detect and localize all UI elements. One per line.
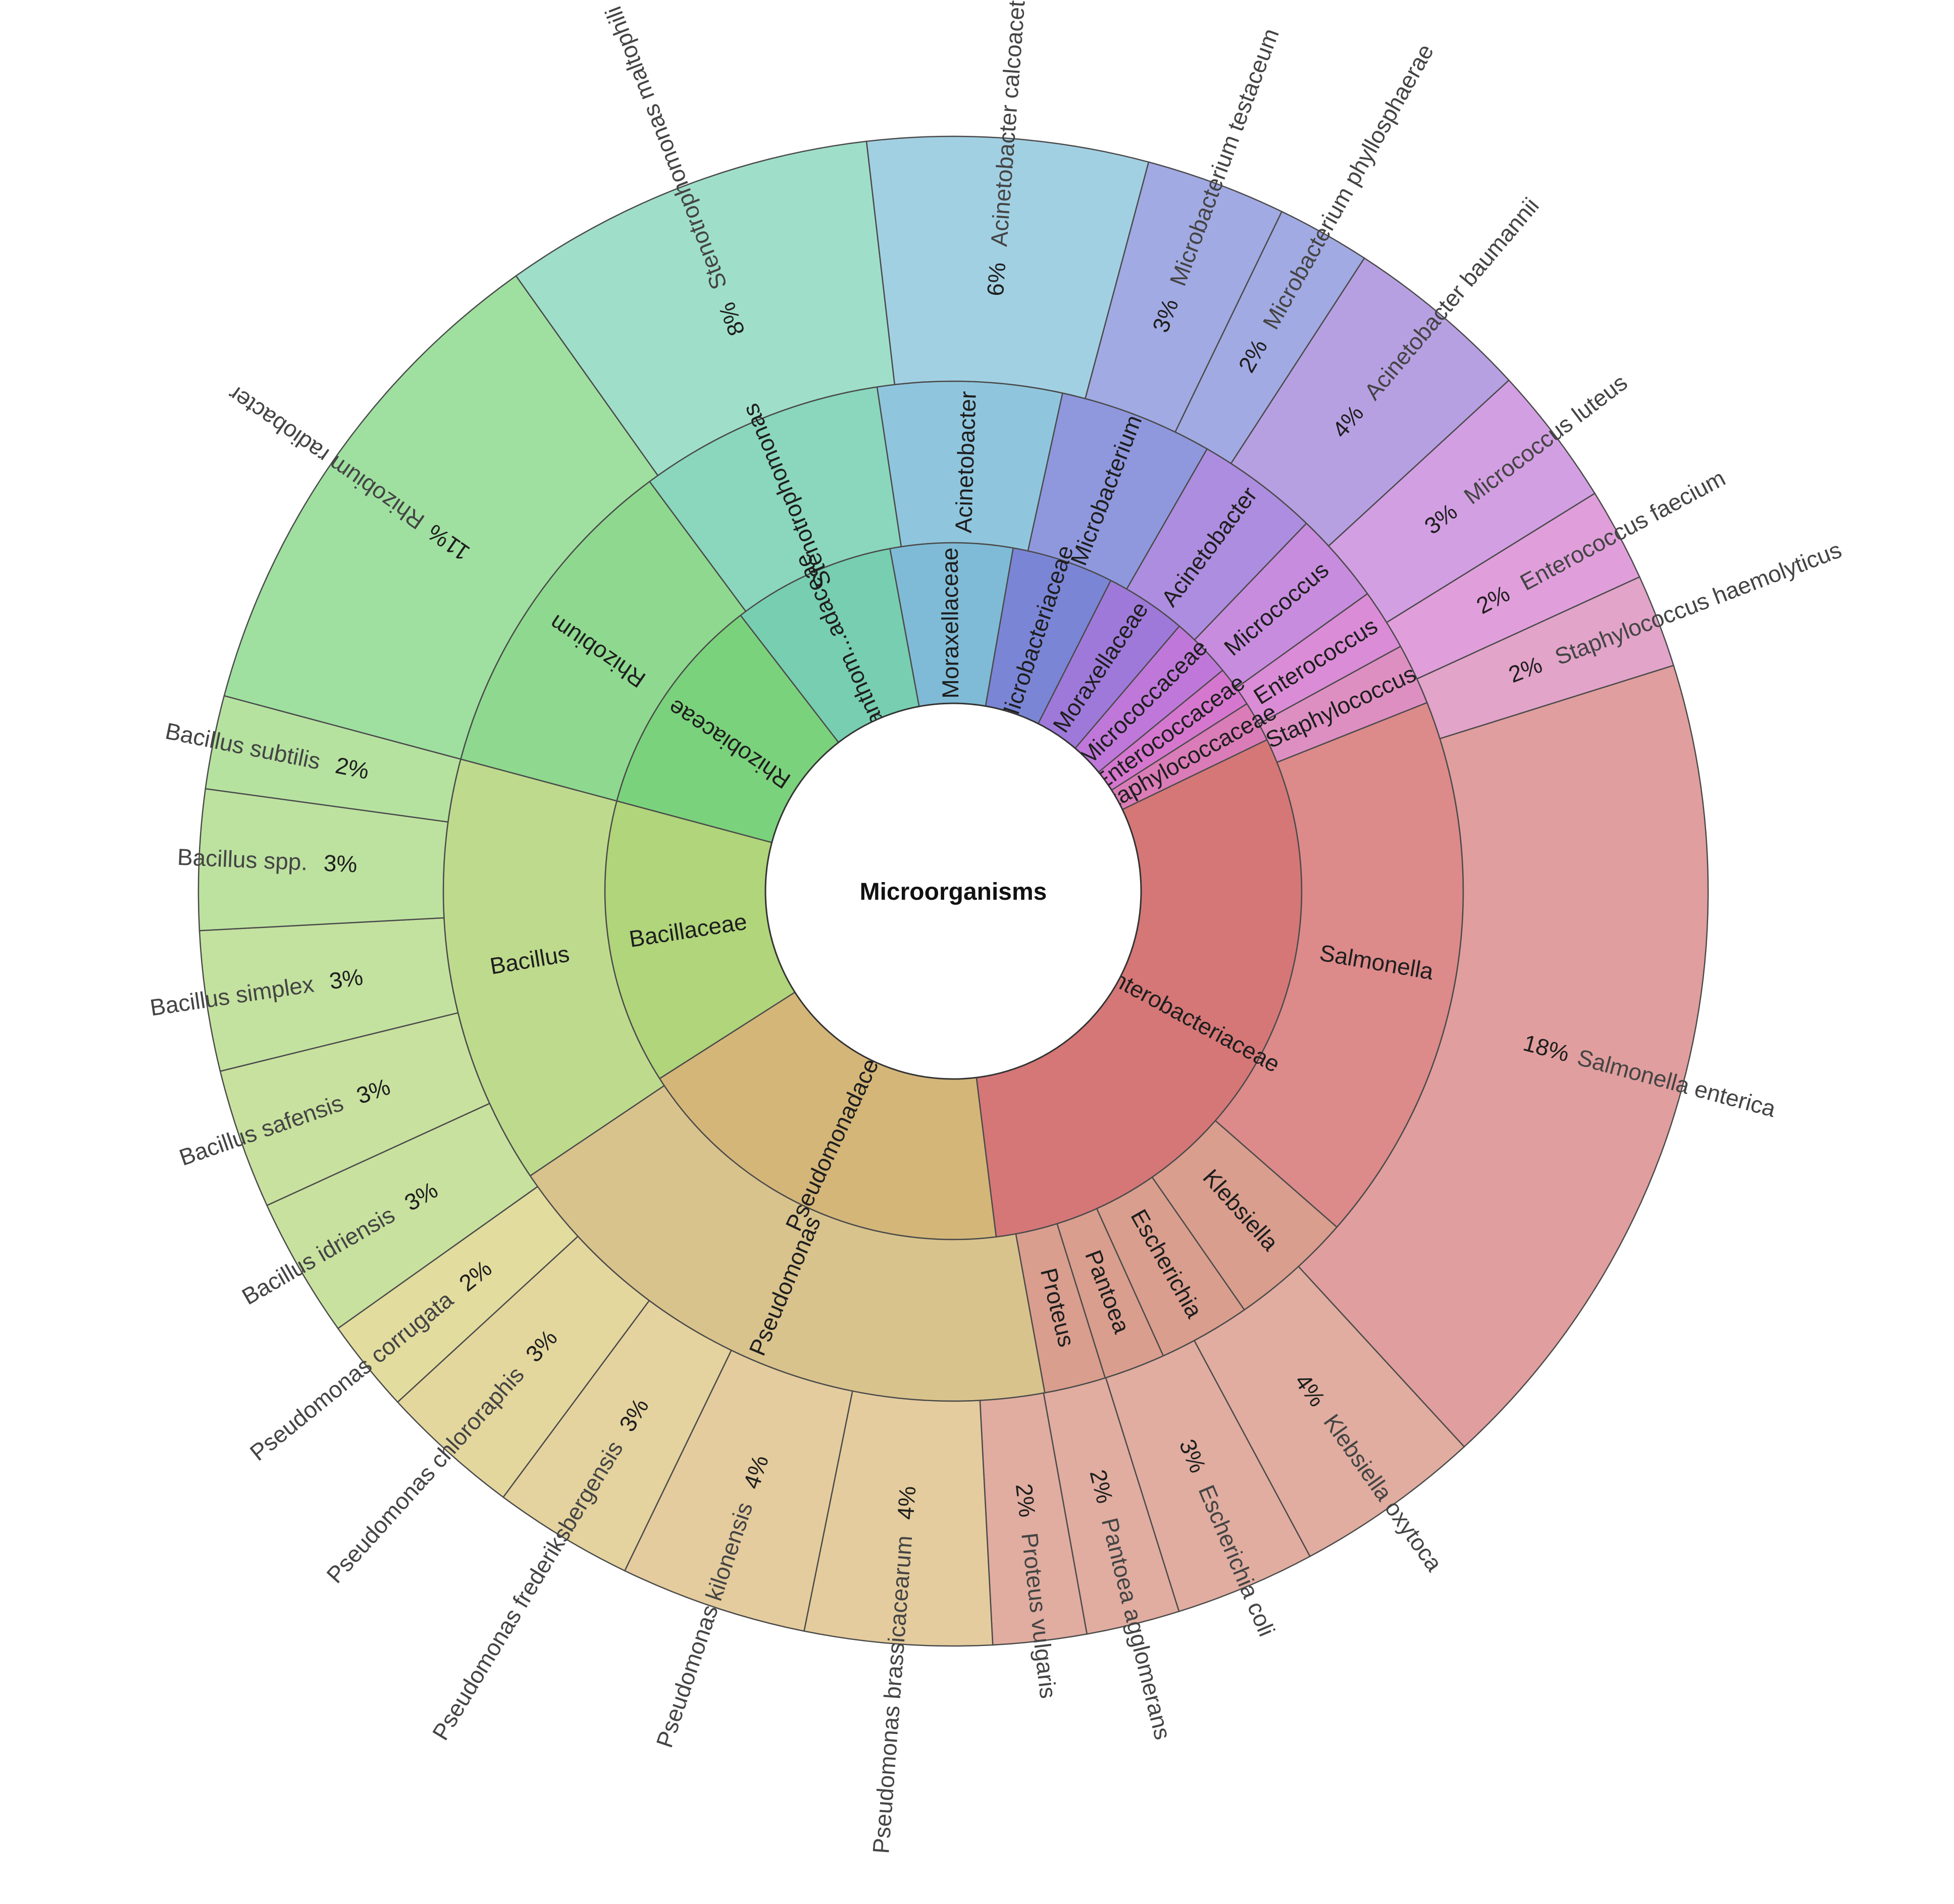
genus-ring (442, 380, 1464, 1402)
species-segment-salmonella-enterica[interactable] (1297, 664, 1709, 1448)
species-percent-proteus-vulgaris: 2% (1011, 1482, 1041, 1518)
center-label: Microorganisms (860, 879, 1047, 905)
species-segment-bacillus-subtilis[interactable] (204, 695, 461, 823)
species-percent-acinetobacter-calcoaceticus: 6% (982, 262, 1011, 297)
family-label-moraxellaceae: Moraxellaceae (937, 547, 963, 698)
genus-label-acinetobacter: Acinetobacter (950, 391, 981, 534)
center-hole[interactable] (764, 702, 1142, 1080)
species-percent-bacillus-subtilis: 2% (333, 752, 371, 784)
species-percent-bacillus-spp: 3% (323, 850, 358, 878)
species-percent-bacillus-simplex: 3% (328, 963, 365, 994)
species-ring (197, 135, 1709, 1647)
species-name-bacillus-spp: Bacillus spp. (177, 844, 308, 876)
family-ring (604, 542, 1303, 1241)
species-segment-rhizobium-radiobacter[interactable] (223, 275, 659, 760)
species-percent-pseudomonas-brassicacearum: 4% (892, 1485, 921, 1520)
